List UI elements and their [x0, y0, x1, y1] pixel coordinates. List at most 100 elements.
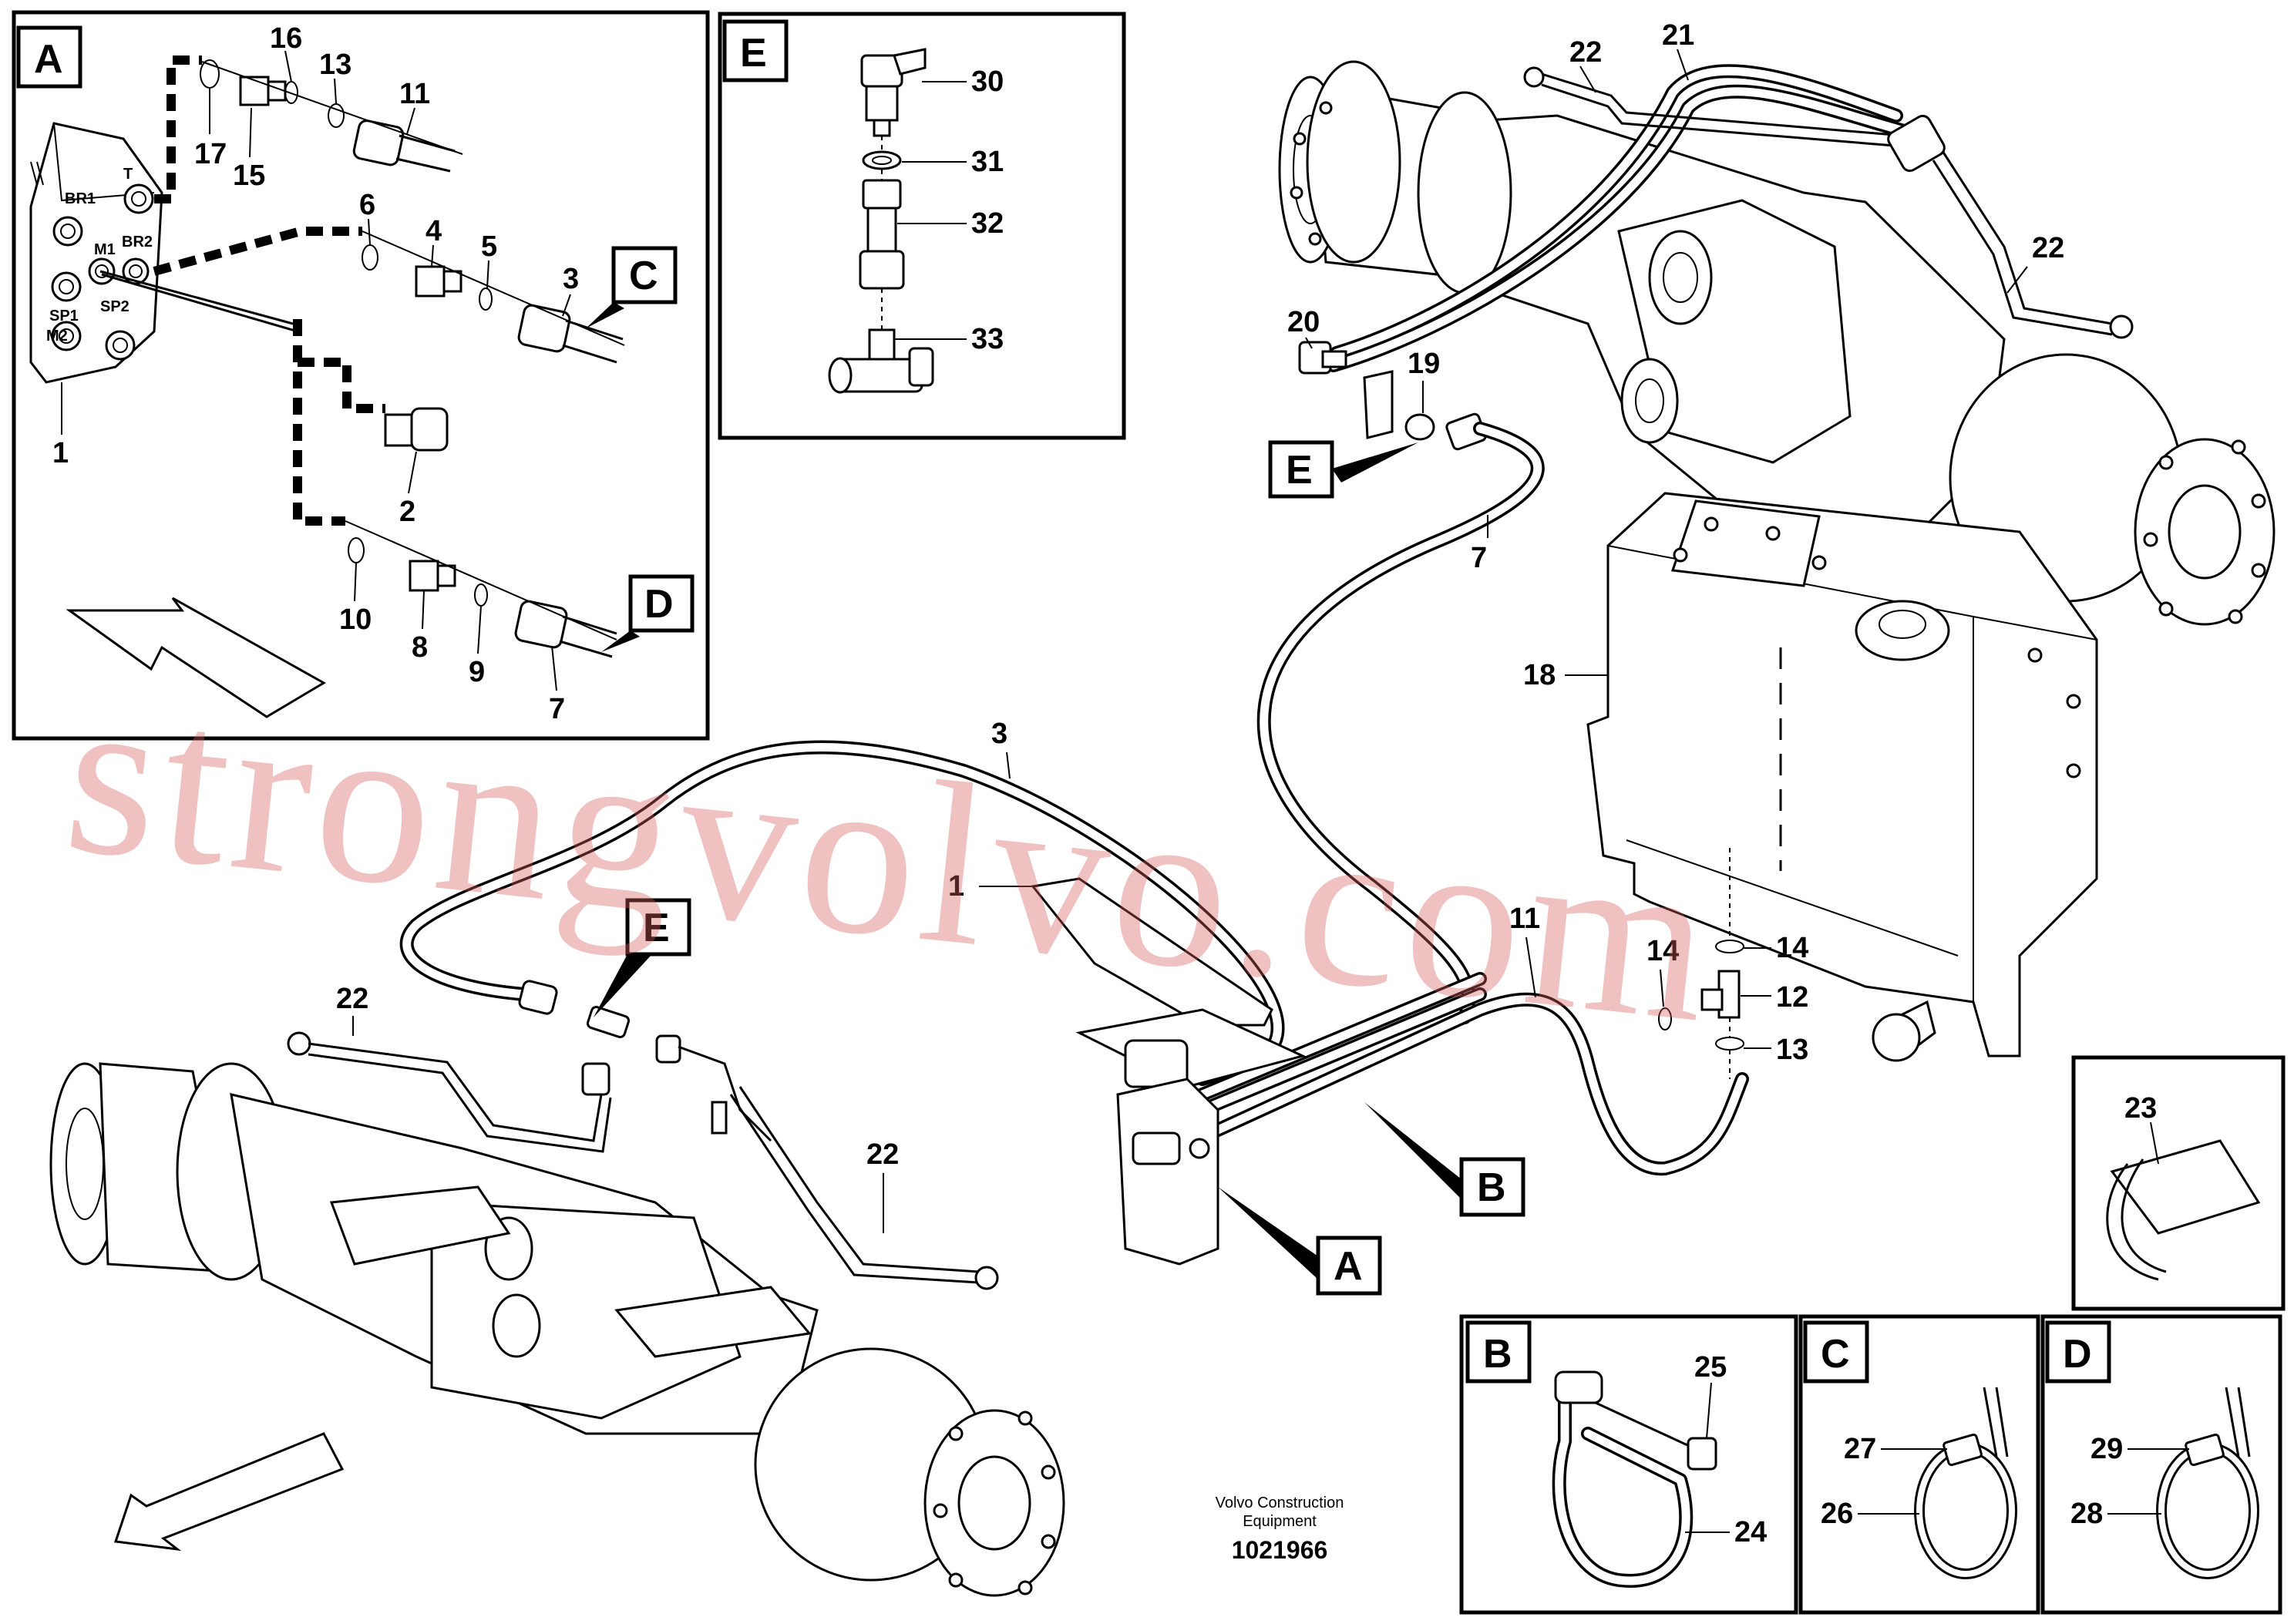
callout-b-main: B: [1364, 1102, 1525, 1217]
hose-11-main: [1211, 992, 1749, 1176]
part-label-1-main: 1: [948, 870, 964, 903]
part-label-6: 6: [359, 189, 375, 221]
hose-7-end: [514, 600, 617, 658]
o-ring-6: [362, 244, 378, 271]
inset-c-tag: C: [1821, 1332, 1850, 1377]
tee-33: [828, 328, 934, 394]
part-label-21: 21: [1662, 19, 1694, 52]
callout-e-lower: E: [594, 898, 691, 1017]
brake-valve-body: [1116, 1078, 1219, 1266]
inset-b: B 25 24: [1459, 1314, 1798, 1615]
part-label-5: 5: [481, 230, 497, 263]
fitting-30: [860, 48, 927, 137]
inset-e: E 30 31 32 33: [718, 12, 1126, 440]
part-label-19: 19: [1408, 348, 1440, 380]
part-label-33: 33: [971, 323, 1004, 355]
o-ring-9: [474, 583, 488, 607]
part-label-13-main: 13: [1776, 1034, 1808, 1066]
plug-2: [384, 407, 449, 452]
seal-13: [1715, 1037, 1744, 1051]
nipple-4: [415, 265, 462, 298]
brake-pedal-valve-1: [1031, 877, 1307, 1266]
hydraulic-tank-18: [1586, 492, 2098, 1062]
part-label-22-bottom: 22: [866, 1138, 899, 1171]
hose-11: [352, 119, 456, 173]
part-label-9: 9: [469, 656, 485, 688]
part-label-31: 31: [971, 146, 1004, 178]
svg-text:B: B: [1477, 1165, 1506, 1210]
front-direction-arrow: [113, 1432, 345, 1552]
part-label-15: 15: [233, 160, 265, 192]
port-label-sp1: SP1: [49, 308, 79, 324]
tee-fitting-12: [1700, 970, 1741, 1019]
callout-e-upper: E: [1268, 440, 1418, 499]
part-label-17: 17: [194, 138, 227, 170]
part-label-3-inset: 3: [563, 263, 579, 295]
svg-text:A: A: [1334, 1244, 1363, 1289]
brake-valve-block: [29, 122, 163, 384]
svg-text:E: E: [1286, 448, 1313, 493]
part-label-11: 11: [399, 78, 430, 110]
seal-31: [862, 150, 902, 170]
fitting-cluster-e: [518, 980, 772, 1142]
connection-line-t: [154, 55, 202, 203]
part-label-32: 32: [971, 207, 1004, 240]
fitting-20: [1298, 341, 1347, 375]
rear-axle: [1278, 60, 2276, 626]
nipple-15: [239, 76, 287, 106]
bracket-seal-19: [1363, 370, 1487, 451]
port-label-m2: M2: [46, 328, 68, 345]
suction-pipe: [1872, 1013, 1921, 1062]
part-label-16: 16: [270, 22, 302, 55]
p-clamp-24: [1552, 1370, 1694, 1588]
connection-line-m1: [298, 358, 385, 413]
port-label-sp2: SP2: [100, 298, 130, 315]
part-label-14-right: 14: [1776, 932, 1808, 964]
part-label-4: 4: [426, 215, 442, 247]
part-label-7-inset: 7: [549, 693, 565, 725]
part-label-23: 23: [2124, 1092, 2157, 1125]
part-label-11-main: 11: [1509, 903, 1540, 935]
drawing-number: 1021966: [1232, 1536, 1328, 1564]
inset-d-tag: D: [2063, 1332, 2092, 1377]
callout-c-label: C: [629, 254, 658, 298]
cable-tie-head-27: [1942, 1433, 1983, 1467]
hose-7: [1256, 422, 1545, 1024]
port-label-br2: BR2: [122, 234, 153, 250]
screw-25: [1595, 1401, 1717, 1471]
part-label-1-inset: 1: [52, 437, 69, 469]
port-label-br1: BR1: [65, 190, 96, 207]
part-label-28: 28: [2070, 1498, 2103, 1530]
part-label-14-left: 14: [1646, 935, 1679, 967]
brake-pipe-3: [399, 740, 1285, 1086]
cable-tie-head-29: [2185, 1433, 2225, 1467]
o-ring-10: [348, 537, 365, 563]
part-label-27: 27: [1844, 1433, 1876, 1465]
part-label-3-main: 3: [991, 718, 1007, 750]
company-line-1: Volvo Construction: [1216, 1495, 1344, 1511]
part-label-30: 30: [971, 66, 1004, 98]
part-label-10: 10: [339, 604, 372, 636]
inset-a: A BR1 T M1 BR2 SP1 M2 SP2: [12, 10, 710, 741]
part-label-22-right: 22: [2032, 232, 2064, 264]
part-label-22-top: 22: [1569, 36, 1602, 69]
part-label-2: 2: [399, 496, 415, 528]
part-label-24: 24: [1734, 1516, 1767, 1548]
svg-text:E: E: [643, 906, 670, 950]
inset-c: C 27 26: [1798, 1314, 2040, 1615]
part-label-26: 26: [1821, 1498, 1853, 1530]
inset-clip-23: 23: [2071, 1055, 2286, 1311]
direction-arrow: [66, 597, 326, 718]
cable-tie-26: [1914, 1387, 2017, 1579]
adapter-32: [859, 179, 905, 290]
watermark: strongvolvo.com: [56, 644, 1727, 1071]
part-label-22-left: 22: [336, 983, 368, 1015]
connection-line-br2: [153, 227, 362, 276]
front-axle: [49, 1062, 1065, 1597]
port-label-m1: M1: [94, 241, 116, 258]
part-label-18: 18: [1523, 659, 1556, 691]
part-label-7-main: 7: [1471, 542, 1487, 574]
seal-14-a: [1715, 940, 1744, 953]
callout-d-label: D: [644, 582, 674, 627]
part-label-25: 25: [1694, 1351, 1727, 1384]
